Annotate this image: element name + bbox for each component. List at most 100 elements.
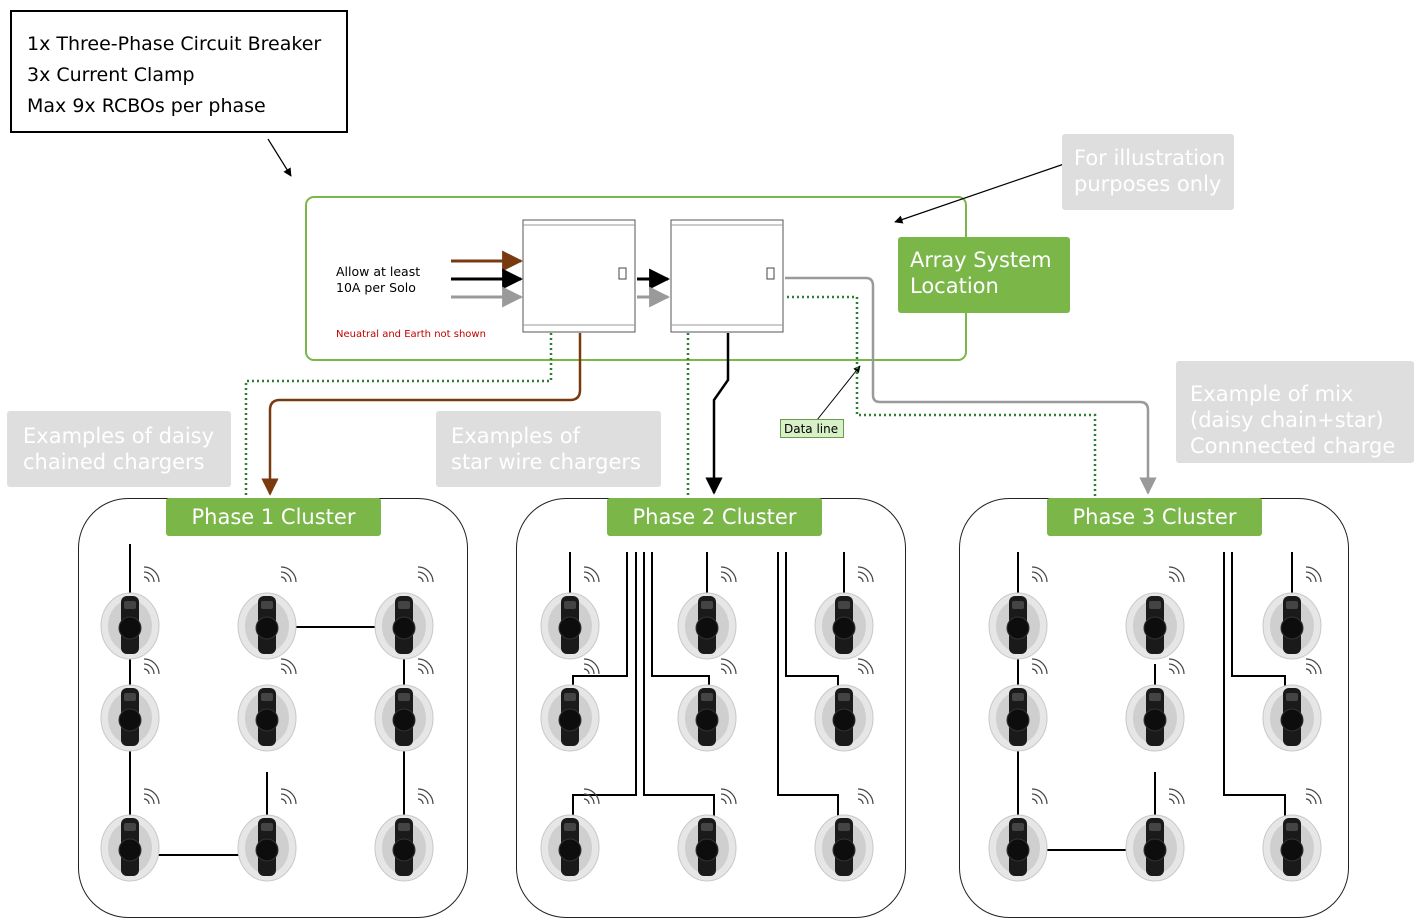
phase2-feed-wire: [705, 333, 730, 495]
ev-charger-icon: [677, 814, 737, 882]
phase1-feed-wire: [261, 333, 582, 496]
charger-cable: [777, 552, 839, 822]
ev-charger-icon: [540, 592, 600, 660]
distribution-board-icon: [670, 219, 784, 333]
wireless-signal-icon: [1168, 658, 1185, 675]
wireless-signal-icon: [1305, 788, 1322, 805]
charger-cable: [1223, 552, 1286, 822]
ev-charger-icon: [1125, 684, 1185, 752]
wireless-signal-icon: [857, 788, 874, 805]
charger-cable: [572, 552, 637, 822]
ev-charger-icon: [988, 684, 1048, 752]
charger-cable: [1231, 552, 1286, 690]
phase1-cluster: [78, 498, 468, 918]
star-note-line1: Examples of: [451, 424, 580, 448]
charger-layer: [100, 566, 1322, 882]
ev-charger-icon: [540, 684, 600, 752]
ev-charger-icon: [374, 684, 434, 752]
wireless-signal-icon: [1168, 788, 1185, 805]
ev-charger-icon: [677, 592, 737, 660]
wireless-signal-icon: [417, 658, 434, 675]
phase3-feed-wire: [785, 276, 1157, 495]
wireless-signal-icon: [1168, 566, 1185, 583]
phase3-cluster-label: Phase 3 Cluster: [1047, 498, 1262, 536]
wireless-signal-icon: [583, 658, 600, 675]
ev-charger-icon: [237, 592, 297, 660]
phase1-cluster-label: Phase 1 Cluster: [166, 498, 381, 536]
ev-charger-icon: [988, 592, 1048, 660]
charger-cable: [785, 552, 839, 690]
cluster-wiring: [129, 544, 1293, 856]
star-note-line2: star wire chargers: [451, 450, 641, 474]
phase2-cluster: [516, 498, 906, 918]
ev-charger-icon: [814, 814, 874, 882]
mix-connection-note: Example of mix (daisy chain+star) Connne…: [1176, 361, 1414, 463]
wireless-signal-icon: [583, 566, 600, 583]
allow-current-note: Allow at least 10A per Solo: [336, 264, 420, 296]
ev-charger-icon: [100, 684, 160, 752]
wireless-signal-icon: [280, 566, 297, 583]
wireless-signal-icon: [720, 788, 737, 805]
ev-charger-icon: [814, 684, 874, 752]
ev-charger-icon: [1125, 814, 1185, 882]
phase3-cluster: [959, 498, 1349, 918]
ev-charger-icon: [540, 814, 600, 882]
ev-charger-icon: [100, 592, 160, 660]
illustration-note: For illustration purposes only: [1062, 134, 1234, 210]
ev-charger-icon: [1262, 814, 1322, 882]
wireless-signal-icon: [857, 566, 874, 583]
wireless-signal-icon: [720, 658, 737, 675]
data-line-pointer-arrow: [816, 365, 861, 421]
ev-charger-icon: [1262, 684, 1322, 752]
ev-charger-icon: [814, 592, 874, 660]
ev-charger-icon: [237, 814, 297, 882]
wireless-signal-icon: [720, 566, 737, 583]
daisy-note-line1: Examples of daisy: [23, 424, 215, 448]
data-line-phase1: [244, 333, 553, 498]
wireless-signal-icon: [1305, 566, 1322, 583]
wireless-signal-icon: [417, 566, 434, 583]
array-location-label: Array System Location: [898, 237, 1070, 313]
spec-breaker: 1x Three-Phase Circuit Breaker: [27, 33, 322, 55]
wireless-signal-icon: [1031, 658, 1048, 675]
ev-charger-icon: [374, 592, 434, 660]
wireless-signal-icon: [280, 788, 297, 805]
mix-note-line1: Example of mix: [1190, 382, 1354, 406]
wireless-signal-icon: [1031, 788, 1048, 805]
wireless-signal-icon: [280, 658, 297, 675]
wireless-signal-icon: [1305, 658, 1322, 675]
component-spec-box: 1x Three-Phase Circuit Breaker 3x Curren…: [10, 10, 348, 133]
spec-rcbo: Max 9x RCBOs per phase: [27, 95, 266, 117]
charger-cable: [651, 552, 710, 690]
mix-note-line3: Connnected charge: [1190, 434, 1396, 458]
array-location-line2: Location: [910, 274, 999, 298]
data-line-phase3: [787, 295, 1097, 498]
daisy-note-line2: chained chargers: [23, 450, 205, 474]
allow-note-line1: Allow at least: [336, 264, 421, 279]
ev-charger-icon: [677, 684, 737, 752]
wireless-signal-icon: [417, 788, 434, 805]
neutral-earth-note: Neuatral and Earth not shown: [336, 329, 486, 340]
wireless-signal-icon: [583, 788, 600, 805]
ev-charger-icon: [1125, 592, 1185, 660]
allow-note-line2: 10A per Solo: [336, 280, 416, 295]
illustration-note-line2: purposes only: [1074, 172, 1222, 196]
ev-charger-icon: [100, 814, 160, 882]
illustration-note-line1: For illustration: [1074, 146, 1226, 170]
illustration-pointer-arrow: [894, 162, 1068, 224]
star-wire-note: Examples of star wire chargers: [436, 411, 661, 487]
array-location-line1: Array System: [910, 248, 1052, 272]
mix-note-line2: (daisy chain+star): [1190, 408, 1384, 432]
wireless-signal-icon: [143, 566, 160, 583]
data-line-label: Data line: [780, 419, 844, 438]
spec-pointer-arrow: [267, 138, 292, 177]
wireless-signal-icon: [143, 658, 160, 675]
charger-cable: [643, 552, 715, 822]
spec-clamp: 3x Current Clamp: [27, 64, 195, 86]
wireless-signal-icon: [857, 658, 874, 675]
distribution-board-icon: [522, 219, 636, 333]
ev-charger-icon: [988, 814, 1048, 882]
ev-charger-icon: [1262, 592, 1322, 660]
ev-charger-icon: [374, 814, 434, 882]
wireless-signal-icon: [1031, 566, 1048, 583]
